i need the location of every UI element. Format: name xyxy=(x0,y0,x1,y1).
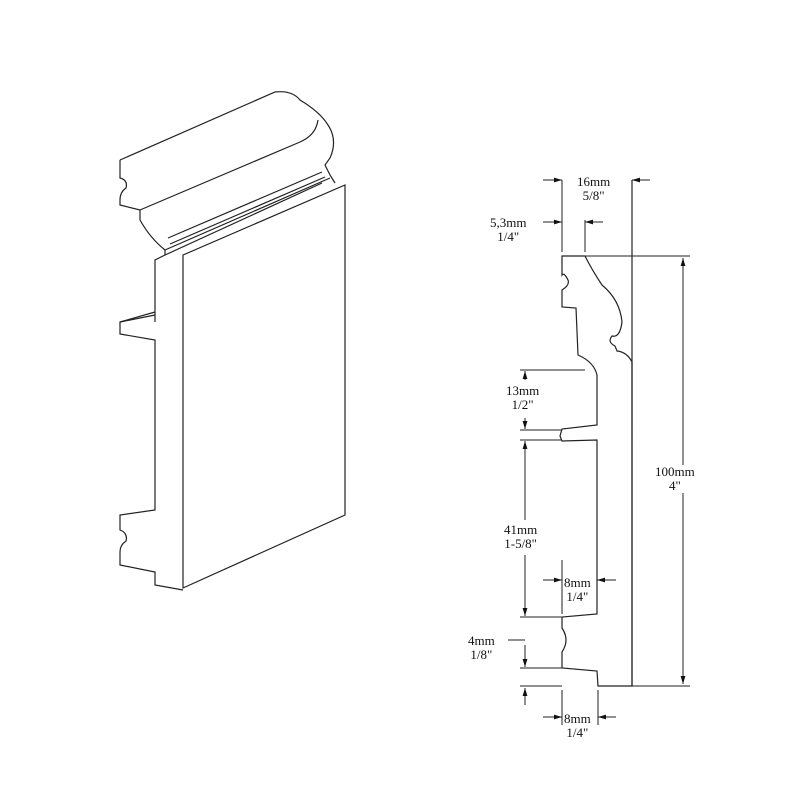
profile-outline xyxy=(559,255,633,687)
dim-inch: 5/8" xyxy=(582,188,605,203)
dim-mm: 8mm xyxy=(564,575,591,590)
dim-inch: 1/2" xyxy=(511,397,534,412)
iso-moulding-line-1 xyxy=(164,182,323,256)
dim-mm: 41mm xyxy=(504,522,538,537)
dim-inch: 1-5/8" xyxy=(504,536,537,551)
iso-moulding-line-5 xyxy=(169,176,326,245)
dim-mm: 13mm xyxy=(506,383,540,398)
dim-inch: 4" xyxy=(668,478,681,493)
dim-mm: 5,3mm xyxy=(490,215,527,230)
iso-profile-edge xyxy=(119,160,184,591)
dim-mm: 8mm xyxy=(564,711,591,726)
dim-inch: 1/8" xyxy=(470,647,493,662)
iso-front-face xyxy=(182,184,346,589)
profile-section xyxy=(559,180,633,687)
iso-moulding-line-2 xyxy=(167,171,323,239)
dim-inch: 1/4" xyxy=(566,589,589,604)
isometric-view xyxy=(119,91,346,591)
dim-mm: 4mm xyxy=(468,633,495,648)
iso-moulding-line-4 xyxy=(164,177,331,251)
iso-moulding-line-3 xyxy=(139,119,319,211)
dim-inch: 1/4" xyxy=(566,725,589,740)
dimension-lines xyxy=(508,177,690,725)
iso-top-edge xyxy=(119,91,336,184)
dim-mm: 100mm xyxy=(655,464,695,479)
dim-mm: 16mm xyxy=(577,174,611,189)
iso-recess-line xyxy=(119,312,156,323)
dim-inch: 1/4" xyxy=(497,229,520,244)
